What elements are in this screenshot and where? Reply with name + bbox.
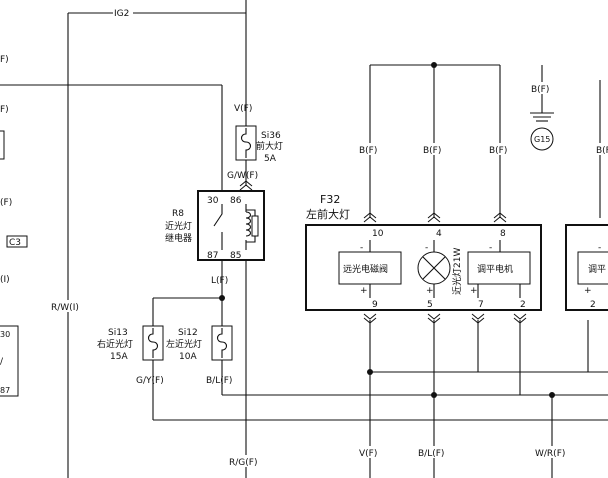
- relay-id: R8: [172, 209, 184, 219]
- fuse-si36: Si36 前大灯 5A: [235, 125, 283, 164]
- f32-name: 左前大灯: [306, 207, 350, 221]
- connector-chevrons: [239, 180, 527, 324]
- wire-label-bl-f-left: B/L(F): [206, 376, 232, 386]
- right-plus: +: [584, 286, 592, 296]
- headlamp-f32: F32 左前大灯 10 4 8 9 5 7 2 远光电磁阀 - + 近光灯21W…: [305, 193, 542, 311]
- f32-high-beam-label: 远光电磁阀: [343, 263, 388, 275]
- right-minus: -: [598, 243, 601, 253]
- wire-label-gw-f: G/W(F): [227, 171, 258, 181]
- left-edge-fragment: F) F) (F) (I) C3 30 / 87: [0, 55, 28, 397]
- ground-g15-label: G15: [534, 135, 550, 144]
- fuse-si13: Si13 右近光灯 15A: [97, 325, 164, 362]
- wire-label-gy-f: G/Y(F): [136, 376, 164, 386]
- left-edge-slash: /: [0, 357, 4, 367]
- relay-pin-86: 86: [230, 196, 242, 206]
- relay-r8: 30 86 87 85 R8 近光灯 继电器: [165, 190, 265, 261]
- left-edge-c3: C3: [9, 238, 21, 248]
- f32-pin-7: 7: [478, 300, 484, 310]
- right-pin-2: 2: [590, 300, 596, 310]
- f32-leveling-label: 调平电机: [477, 263, 513, 275]
- wire-label-v-f-top: V(F): [234, 104, 252, 114]
- f32-pin-10: 10: [372, 229, 384, 239]
- left-edge-87: 87: [0, 386, 10, 395]
- f32-low-beam-label: 近光灯21W: [451, 248, 463, 295]
- wire-label-b-f-2: B(F): [423, 146, 441, 156]
- fuse-si13-name: 右近光灯: [97, 338, 133, 350]
- wire-label-l-f: L(F): [211, 276, 228, 286]
- wire-label-rw-i: R/W(I): [51, 303, 79, 313]
- f32-leveling-plus: +: [470, 286, 478, 296]
- relay-pin-30: 30: [207, 196, 219, 206]
- f32-low-beam-plus: +: [426, 286, 434, 296]
- wire-labels: IG2 R/W(I) V(F) G/W(F) L(F) G/Y(F) B/L(F…: [50, 6, 608, 468]
- f32-pin-4: 4: [436, 229, 442, 239]
- relay-pin-85: 85: [230, 251, 241, 261]
- left-edge-f4: (I): [0, 275, 10, 285]
- fuse-si36-name: 前大灯: [256, 140, 283, 152]
- f32-high-beam-plus: +: [360, 286, 368, 296]
- left-edge-f3: (F): [0, 198, 12, 208]
- wire-label-bl-f-bottom: B/L(F): [418, 449, 444, 459]
- wire-label-ig2: IG2: [114, 9, 129, 19]
- f32-pin-5: 5: [427, 300, 433, 310]
- wire-label-rg-f: R/G(F): [229, 458, 257, 468]
- f32-pin-2: 2: [520, 300, 526, 310]
- fuse-si12-rating: 10A: [179, 352, 197, 362]
- f32-leveling-minus: -: [489, 243, 492, 253]
- junction-dots: [219, 62, 555, 398]
- wire-label-b-f-edge: B(F: [596, 146, 608, 156]
- fuse-si12: Si12 左近光灯 10A: [166, 325, 233, 362]
- right-headlamp-fragment: 调平 - + 2: [565, 224, 608, 311]
- wire-label-wr-f: W/R(F): [535, 449, 565, 459]
- wire-label-b-f-3: B(F): [489, 146, 507, 156]
- f32-low-beam-minus: -: [425, 243, 428, 253]
- relay-name-line1: 近光灯: [165, 220, 192, 232]
- fuse-si12-id: Si12: [178, 328, 198, 338]
- relay-name-line2: 继电器: [165, 232, 192, 244]
- left-edge-30: 30: [0, 330, 10, 339]
- left-edge-f2: F): [0, 105, 9, 115]
- f32-high-beam-minus: -: [360, 243, 363, 253]
- wire-label-v-f-bottom: V(F): [359, 449, 377, 459]
- fuse-si12-name: 左近光灯: [166, 338, 202, 350]
- right-leveling-label: 调平: [588, 264, 606, 275]
- f32-pin-9: 9: [372, 300, 378, 310]
- wire-label-b-f-g15: B(F): [531, 85, 549, 95]
- fuse-si13-id: Si13: [108, 328, 128, 338]
- fuse-si13-rating: 15A: [110, 352, 128, 362]
- relay-pin-87: 87: [207, 251, 218, 261]
- f32-pin-8: 8: [500, 229, 506, 239]
- wire-label-b-f-1: B(F): [359, 146, 377, 156]
- ground-g15: G15: [530, 127, 554, 151]
- fuse-si36-rating: 5A: [264, 154, 277, 164]
- fuse-si36-id: Si36: [261, 131, 281, 141]
- f32-id: F32: [320, 193, 340, 206]
- left-edge-f1: F): [0, 55, 9, 65]
